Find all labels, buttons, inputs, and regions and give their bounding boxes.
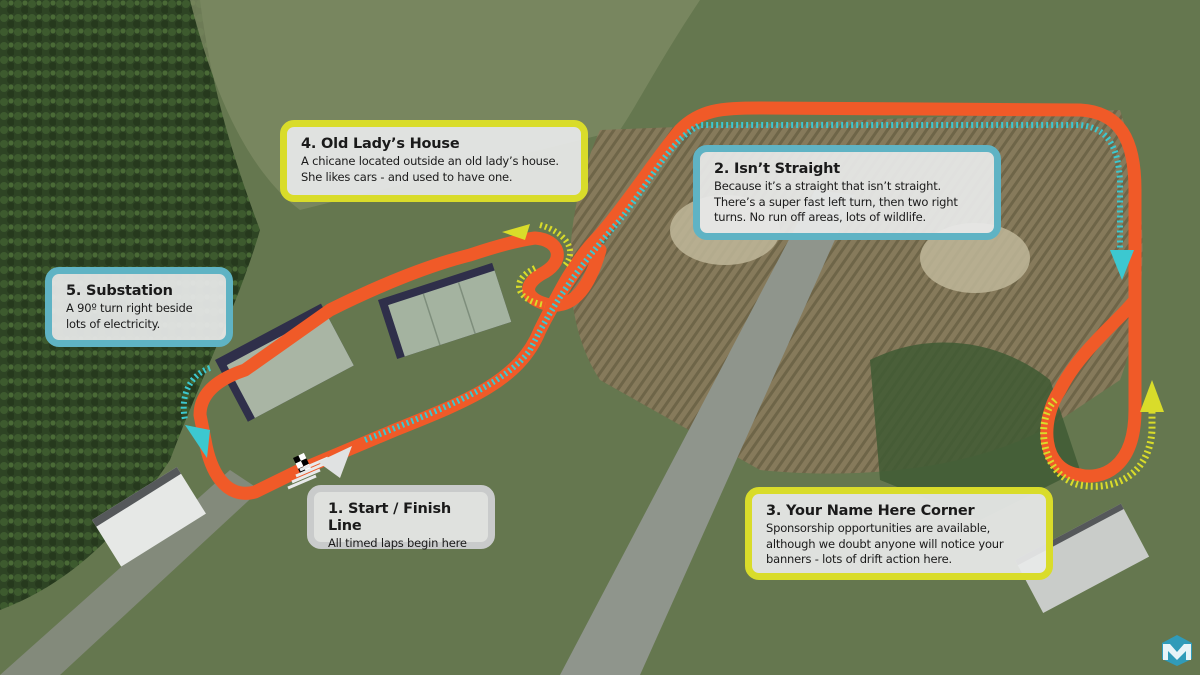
callout-title: 3. Your Name Here Corner bbox=[766, 503, 975, 519]
m-cube-logo-icon bbox=[1162, 635, 1192, 666]
runway bbox=[560, 190, 855, 675]
yellow-guide-hairpin bbox=[1040, 397, 1156, 490]
hangar-middle bbox=[378, 262, 512, 359]
cyan-arrow-left bbox=[185, 425, 210, 458]
cyan-guide-straight bbox=[363, 122, 1123, 443]
callout-isnt-straight: 2. Isn’t Straight Because it’s a straigh… bbox=[693, 145, 1001, 240]
callout-substation: 5. Substation A 90º turn right beside lo… bbox=[45, 267, 233, 347]
callout-your-name-here: 3. Your Name Here Corner Sponsorship opp… bbox=[745, 487, 1053, 580]
yellow-arrow-hairpin bbox=[1140, 380, 1164, 412]
callout-body: Because it’s a straight that isn’t strai… bbox=[714, 179, 958, 224]
cyan-arrow-right bbox=[1110, 250, 1134, 280]
callout-body: A chicane located outside an old lady’s … bbox=[301, 154, 559, 184]
callout-title: 2. Isn’t Straight bbox=[714, 161, 840, 177]
hangar-bottom-left bbox=[92, 467, 206, 567]
taxiway bbox=[0, 470, 260, 675]
callout-title: 4. Old Lady’s House bbox=[301, 136, 460, 152]
green-field-right bbox=[870, 342, 1080, 520]
callout-title: 5. Substation bbox=[66, 283, 173, 299]
start-direction-arrow bbox=[318, 446, 352, 478]
start-grid-lines bbox=[287, 456, 329, 490]
cyan-guide-substation bbox=[180, 365, 212, 421]
crop-circle-right bbox=[920, 223, 1030, 293]
callout-title: 1. Start / Finish Line bbox=[328, 501, 452, 534]
yellow-guide-chicane bbox=[516, 222, 573, 308]
yellow-arrow-chicane bbox=[502, 224, 530, 240]
hangar-left bbox=[215, 303, 354, 422]
callout-body: All timed laps begin here bbox=[328, 536, 467, 550]
callout-old-ladys-house: 4. Old Lady’s House A chicane located ou… bbox=[280, 120, 588, 202]
race-track-loop bbox=[193, 231, 607, 500]
callout-start-finish: 1. Start / Finish Line All timed laps be… bbox=[307, 485, 495, 550]
callout-body: Sponsorship opportunities are available,… bbox=[766, 521, 1004, 566]
callout-body: A 90º turn right beside lots of electric… bbox=[66, 301, 193, 331]
